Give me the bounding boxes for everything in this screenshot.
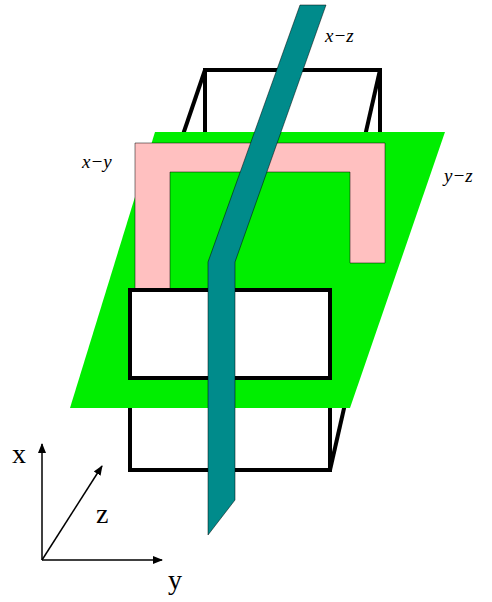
axes — [42, 444, 162, 560]
axis-label: z — [96, 500, 108, 528]
axis-label: x — [12, 440, 26, 468]
xz-plane — [208, 5, 326, 535]
plane-label: x−z — [325, 26, 354, 45]
plane-label: y−z — [444, 166, 473, 185]
axis-label: y — [168, 566, 182, 594]
plane-label: x−y — [82, 152, 112, 171]
